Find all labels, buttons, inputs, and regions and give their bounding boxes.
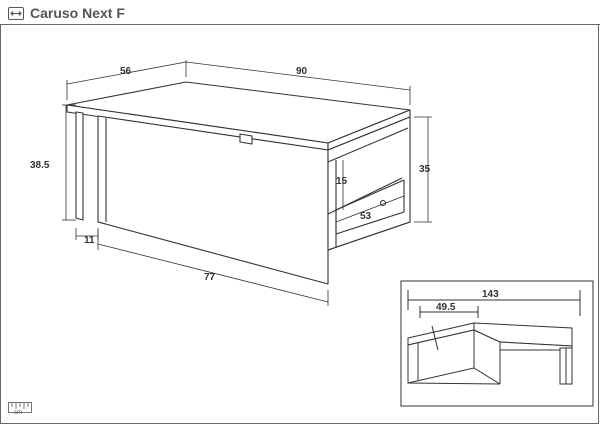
side-bottom [327,221,411,251]
shelf-top [327,127,409,163]
page-title: Caruso Next F [30,5,125,21]
dim-leg-offset: 11 [84,235,95,246]
dim-drawer-width: 53 [360,211,372,222]
front-panel-bottom [97,221,107,225]
left-leg [75,111,84,221]
width-measure-icon [8,7,24,20]
dim-shelf-height: 15 [336,176,348,187]
dim-depth: 56 [120,66,132,77]
ruler-icon [8,402,32,413]
sliding-top-joint [239,133,253,145]
title-bar: Caruso Next F [0,0,600,30]
dim-width: 90 [296,66,308,77]
title-divider [0,24,600,25]
dim-front-length: 77 [204,272,216,283]
drawer-front-top [335,179,405,211]
drawing-frame [0,24,599,424]
dim-extended-width: 143 [482,289,499,300]
dim-right-height: 35 [419,164,431,175]
scale-unit-label: cm [14,410,22,416]
extended-view-inset: 143 49.5 [400,280,594,407]
drawer-front-bottom [335,211,405,235]
dim-extension-width: 49.5 [436,302,456,313]
dim-height: 38.5 [30,160,50,171]
